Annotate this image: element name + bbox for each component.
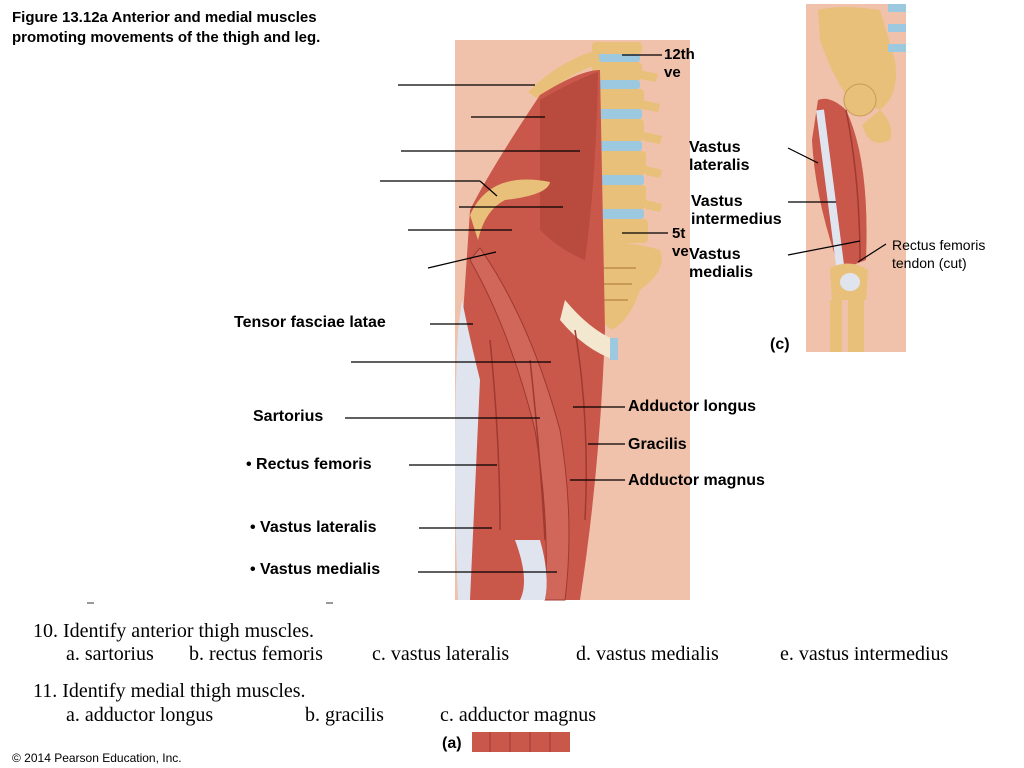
label-c-vastus-medialis: Vastus medialis: [689, 246, 754, 281]
label-5th-vertebra: 5t ve: [672, 225, 689, 260]
panel-a-label: (a): [442, 735, 462, 752]
q10-option-e: e. vastus intermedius: [780, 643, 949, 665]
label-c-rectus-tendon: Rectus femoris tendon (cut): [892, 237, 986, 271]
label-gracilis: Gracilis: [628, 436, 687, 453]
hip-bone: [470, 179, 550, 240]
q11-option-b: b. gracilis: [305, 704, 384, 726]
leader-lines-a: [345, 54, 668, 573]
label-rectus-femoris: • Rectus femoris: [246, 456, 372, 473]
question-11-prompt: 11. Identify medial thigh muscles.: [33, 680, 306, 702]
figure-title: Figure 13.12a Anterior and medial muscle…: [12, 8, 372, 48]
question-10-prompt: 10. Identify anterior thigh muscles.: [33, 620, 315, 642]
q10-option-d: d. vastus medialis: [576, 643, 719, 665]
label-c-vastus-lateralis: Vastus lateralis: [689, 139, 750, 174]
label-vastus-medialis: • Vastus medialis: [250, 561, 381, 578]
q10-option-a: a. sartorius: [66, 643, 154, 665]
label-c-vastus-intermedius: Vastus intermedius: [691, 193, 782, 228]
copyright-notice: © 2014 Pearson Education, Inc.: [12, 751, 182, 765]
iliac-crest: [528, 50, 600, 100]
label-adductor-magnus: Adductor magnus: [628, 472, 765, 489]
q11-option-a: a. adductor longus: [66, 704, 214, 726]
q11-option-c: c. adductor magnus: [440, 704, 597, 726]
panel-c-label: (c): [770, 336, 790, 353]
label-12th-vertebra: 12th ve: [664, 46, 695, 81]
label-sartorius: Sartorius: [253, 408, 324, 425]
panel-a-illustration: [345, 40, 690, 752]
panel-c-illustration: [787, 4, 906, 352]
label-tensor-fasciae-latae: Tensor fasciae latae: [234, 314, 386, 331]
label-adductor-longus: Adductor longus: [628, 398, 756, 415]
leader-lines-c: [787, 147, 887, 263]
figure-title-line2: promoting movements of the thigh and leg…: [12, 29, 321, 46]
label-vastus-lateralis: • Vastus lateralis: [250, 519, 377, 536]
q10-option-c: c. vastus lateralis: [372, 643, 510, 665]
q10-option-b: b. rectus femoris: [189, 643, 323, 665]
figure-title-line1: Figure 13.12a Anterior and medial muscle…: [12, 9, 317, 26]
lower-leg-strip: [472, 732, 570, 752]
